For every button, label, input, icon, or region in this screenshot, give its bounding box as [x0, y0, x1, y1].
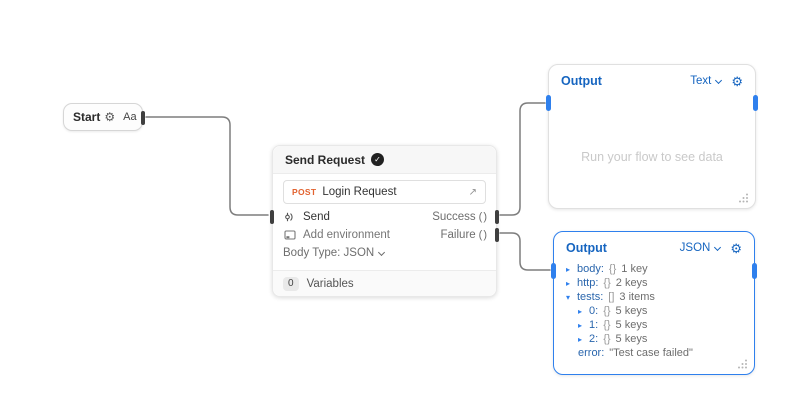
chevron-down-icon: [715, 76, 723, 84]
wire-start-to-send[interactable]: [145, 116, 269, 216]
success-output-port[interactable]: [495, 210, 499, 224]
expand-arrow-icon[interactable]: ▸: [578, 334, 583, 344]
output-input-port[interactable]: [546, 95, 551, 111]
expand-arrow-icon[interactable]: ▸: [578, 306, 583, 316]
variables-label: Variables: [306, 277, 354, 290]
body-type-dropdown[interactable]: Body Type: JSON: [283, 247, 386, 259]
chevron-down-icon: [714, 243, 722, 251]
output-input-port[interactable]: [551, 263, 556, 279]
tree-row-error[interactable]: error: "Test case failed": [578, 347, 693, 359]
open-request-icon[interactable]: ↗: [468, 186, 477, 198]
gear-icon[interactable]: ⚙: [104, 110, 116, 124]
resize-grip-icon[interactable]: [738, 192, 749, 203]
send-signal-icon: [285, 212, 293, 222]
add-environment-label: Add environment: [303, 229, 390, 241]
expand-arrow-icon[interactable]: ▸: [578, 320, 583, 330]
gear-icon[interactable]: ⚙: [730, 240, 742, 256]
tree-row[interactable]: ▸ 2: {} 5 keys: [578, 333, 648, 345]
output-title: Output: [561, 74, 602, 88]
start-node[interactable]: Start ⚙ Aa: [63, 103, 145, 131]
wire-success-to-output-top[interactable]: [499, 102, 546, 216]
add-environment-row[interactable]: Add environment Failure (): [273, 226, 496, 244]
environment-icon: [284, 230, 296, 240]
output-node-text[interactable]: Output Text ⚙ Run your flow to see data: [546, 64, 758, 209]
request-name: Login Request: [322, 186, 397, 198]
tree-row[interactable]: ▸ body: {} 1 key: [566, 263, 648, 275]
expand-arrow-icon[interactable]: ▸: [566, 264, 571, 274]
send-request-node[interactable]: Send Request ✓ POST Login Request ↗ Send…: [270, 145, 499, 297]
wire-failure-to-output-bottom[interactable]: [499, 232, 551, 271]
collapse-arrow-icon[interactable]: ▾: [566, 292, 571, 302]
http-method-badge: POST: [292, 187, 317, 197]
output-output-port[interactable]: [753, 95, 758, 111]
output-format-dropdown[interactable]: Text: [690, 75, 723, 87]
expand-arrow-icon[interactable]: ▸: [566, 278, 571, 288]
tree-row[interactable]: ▸ 0: {} 5 keys: [578, 305, 648, 317]
tree-row[interactable]: ▸ 1: {} 5 keys: [578, 319, 648, 331]
send-input-port[interactable]: [270, 210, 274, 224]
chevron-down-icon: [378, 248, 386, 256]
body-type-row[interactable]: Body Type: JSON: [273, 244, 496, 262]
text-format-icon[interactable]: Aa: [123, 111, 137, 123]
resize-grip-icon[interactable]: [737, 358, 748, 369]
tree-row[interactable]: ▾ tests: [] 3 items: [566, 291, 655, 303]
json-tree: ▸ body: {} 1 key ▸ http: {} 2 keys ▾ tes…: [554, 259, 754, 360]
tree-row[interactable]: ▸ http: {} 2 keys: [566, 277, 648, 289]
output-node-json[interactable]: Output JSON ⚙ ▸ body: {} 1 key ▸ http: {…: [551, 231, 757, 375]
variables-footer[interactable]: 0 Variables: [273, 270, 496, 296]
output-header: Output JSON ⚙: [554, 232, 754, 259]
failure-output-port[interactable]: [495, 228, 499, 242]
output-body: Run your flow to see data: [549, 105, 755, 208]
variables-count-badge: 0: [283, 276, 299, 291]
success-port-label: Success (): [432, 211, 488, 223]
failure-port-label: Failure (): [440, 229, 488, 241]
output-title: Output: [566, 241, 607, 255]
start-output-port[interactable]: [141, 111, 145, 125]
send-row: Send Success (): [273, 208, 496, 226]
send-request-title: Send Request: [285, 152, 366, 167]
request-selector[interactable]: POST Login Request ↗: [283, 180, 486, 204]
output-output-port[interactable]: [752, 263, 757, 279]
verified-check-icon: ✓: [371, 153, 385, 166]
send-label: Send: [303, 211, 330, 223]
send-request-header: Send Request ✓: [273, 146, 496, 174]
start-node-label: Start: [73, 110, 101, 124]
output-format-dropdown[interactable]: JSON: [680, 242, 722, 254]
gear-icon[interactable]: ⚙: [731, 73, 743, 89]
output-header: Output Text ⚙: [549, 65, 755, 92]
empty-state-text: Run your flow to see data: [581, 149, 723, 164]
